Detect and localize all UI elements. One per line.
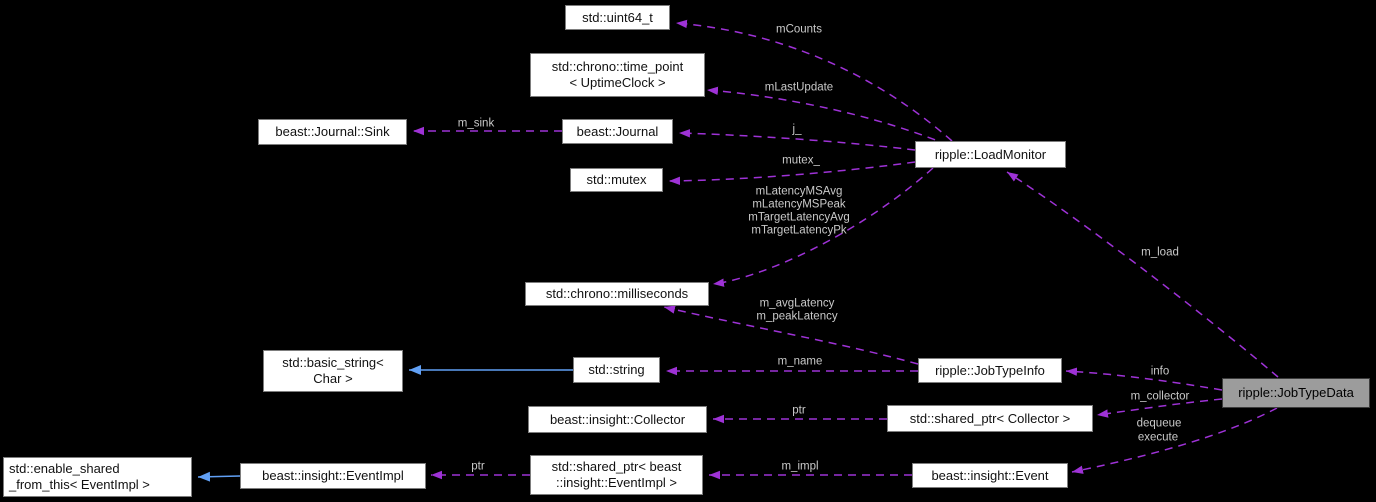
node-label-line: std::mutex xyxy=(586,172,647,188)
edge-inherit-eventimpl xyxy=(197,471,241,482)
node-label-line: std::shared_ptr< Collector > xyxy=(909,410,1071,426)
node-label-line: std::basic_string< xyxy=(282,355,384,371)
edge-mcounts xyxy=(675,19,953,142)
node-label-line: ripple::JobTypeData xyxy=(1238,385,1354,401)
edge-mcollector xyxy=(1096,398,1223,418)
edge-latencies xyxy=(712,167,934,287)
edge-paths xyxy=(197,19,1279,482)
node-journalsink[interactable]: beast::Journal::Sink xyxy=(258,119,407,145)
edge-label-msink: m_sink xyxy=(457,117,495,130)
edge-avgpeak xyxy=(663,305,919,365)
edge-label-mcounts: mCounts xyxy=(775,23,823,36)
edge-label-j: j_ xyxy=(792,123,802,136)
node-eventimpl[interactable]: beast::insight::EventImpl xyxy=(240,463,426,489)
node-label-line: std::string xyxy=(588,362,645,378)
node-label-line: std::uint64_t xyxy=(582,9,653,25)
edge-label-mcollector: m_collector xyxy=(1130,390,1190,403)
node-label-line: std::enable_shared xyxy=(9,461,120,477)
node-journal[interactable]: beast::Journal xyxy=(562,119,673,144)
edge-mload xyxy=(1006,171,1279,378)
node-label-line: Char > xyxy=(313,371,353,386)
node-milliseconds[interactable]: std::chrono::milliseconds xyxy=(525,282,709,306)
edge-label-avgpeak-0: m_avgLatency xyxy=(759,297,835,310)
node-timepoint[interactable]: std::chrono::time_point< UptimeClock > xyxy=(530,53,705,97)
node-label-line: std::chrono::milliseconds xyxy=(545,286,689,302)
edge-label-ptr-collector: ptr xyxy=(792,404,806,417)
node-stdstring[interactable]: std::string xyxy=(573,357,660,383)
edge-label-mutex: mutex_ xyxy=(782,154,820,167)
edge-label-mname: m_name xyxy=(777,355,823,368)
node-label-line: beast::Journal::Sink xyxy=(275,124,390,140)
node-event[interactable]: beast::insight::Event xyxy=(912,463,1068,488)
edge-label-latencies-2: mTargetLatencyAvg xyxy=(748,211,850,224)
edge-label-ptr-eventimpl: ptr xyxy=(471,460,485,473)
edge-mutex xyxy=(668,161,916,186)
node-label-line: beast::insight::Collector xyxy=(549,411,686,427)
node-label-line: beast::Journal xyxy=(576,123,659,139)
node-label-line: ripple::LoadMonitor xyxy=(934,146,1047,162)
edge-j xyxy=(678,129,916,151)
node-jobtypedata: ripple::JobTypeData xyxy=(1222,378,1370,408)
node-label-line: _from_this< EventImpl > xyxy=(9,477,150,492)
node-loadmonitor[interactable]: ripple::LoadMonitor xyxy=(915,141,1066,168)
node-enableshared[interactable]: std::enable_shared_from_this< EventImpl … xyxy=(3,457,192,497)
node-jobtypeinfo[interactable]: ripple::JobTypeInfo xyxy=(918,358,1062,383)
node-label-line: beast::insight::EventImpl xyxy=(262,468,404,484)
node-label-line: < UptimeClock > xyxy=(569,75,666,90)
edge-label-latencies-1: mLatencyMSPeak xyxy=(752,198,846,211)
node-label-line: ripple::JobTypeInfo xyxy=(935,362,1045,378)
node-label-line: ::insight::EventImpl > xyxy=(555,475,678,490)
edge-label-mimpl: m_impl xyxy=(781,460,819,473)
edge-mlastupdate xyxy=(706,86,949,146)
edge-label-dequeueexecute-0: dequeue xyxy=(1136,417,1182,430)
edge-label-avgpeak-1: m_peakLatency xyxy=(756,310,838,323)
edge-label-latencies-0: mLatencyMSAvg xyxy=(755,185,843,198)
edge-label-latencies-3: mTargetLatencyPk xyxy=(751,224,847,237)
node-sharedptrcollector[interactable]: std::shared_ptr< Collector > xyxy=(887,405,1093,432)
edge-label-mlastupdate: mLastUpdate xyxy=(764,81,834,94)
node-label-line: beast::insight::Event xyxy=(931,467,1049,483)
edge-label-info: info xyxy=(1150,365,1170,378)
node-collector[interactable]: beast::insight::Collector xyxy=(528,406,707,433)
node-basicstring[interactable]: std::basic_string<Char > xyxy=(263,350,403,392)
edge-info xyxy=(1065,367,1223,391)
node-label-line: std::shared_ptr< beast xyxy=(551,459,682,475)
edge-label-dequeueexecute-1: execute xyxy=(1137,431,1179,444)
node-uint64[interactable]: std::uint64_t xyxy=(565,5,670,30)
node-label-line: std::chrono::time_point xyxy=(551,59,684,75)
edge-dequeueexecute xyxy=(1071,407,1278,474)
edge-label-mload: m_load xyxy=(1141,246,1179,259)
node-mutex[interactable]: std::mutex xyxy=(570,168,663,192)
node-sharedptreventimpl[interactable]: std::shared_ptr< beast::insight::EventIm… xyxy=(530,455,703,495)
